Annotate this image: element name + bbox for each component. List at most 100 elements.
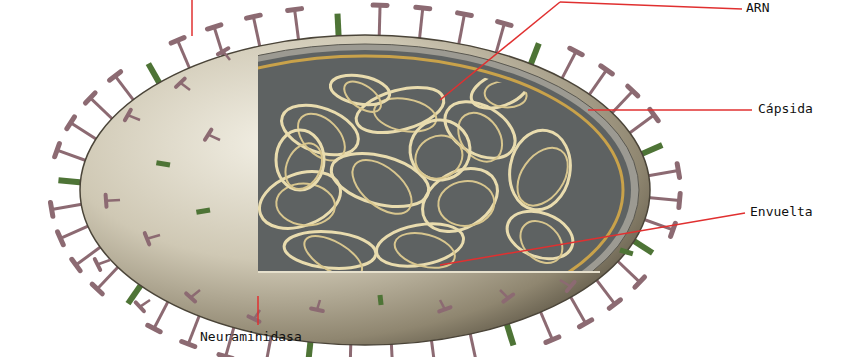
spike-head: [171, 38, 184, 43]
leader-lines: [192, 0, 752, 325]
spike-head: [311, 308, 323, 311]
spike-head: [67, 117, 75, 129]
spike-stalk: [57, 150, 87, 161]
spike-head: [567, 282, 575, 291]
spike-stalk: [570, 295, 586, 323]
spike-stalk: [496, 24, 505, 55]
spike-stalk: [106, 199, 120, 202]
green-spike: [148, 64, 160, 85]
spike-stalk: [540, 310, 553, 339]
rna-strand: [371, 94, 439, 136]
spike-stalk: [596, 279, 615, 304]
rna-strand: [501, 203, 580, 268]
spike-stalk: [60, 225, 89, 238]
spike-head: [72, 259, 80, 270]
rna-strand: [373, 218, 467, 272]
spike-stalk: [188, 314, 200, 344]
rna-label: ARN: [746, 1, 769, 15]
spike-stalk: [178, 40, 191, 69]
spike-head: [503, 295, 513, 302]
neuraminidase-label: Neuraminidasa: [200, 330, 302, 344]
spike-head: [628, 86, 638, 96]
rna-strand: [504, 125, 577, 214]
spike-head: [601, 66, 612, 74]
spike-head: [186, 293, 195, 301]
spike-stalk: [588, 70, 606, 96]
rna-strand: [466, 65, 533, 116]
spike-head: [580, 320, 592, 327]
spike-head: [136, 302, 144, 311]
rna-strand: [449, 104, 511, 170]
rna-strand: [391, 227, 459, 272]
spike-stalk: [458, 14, 464, 45]
spike-head: [635, 277, 645, 287]
green-spike: [530, 43, 539, 65]
rna-strand: [512, 213, 571, 272]
spike-head: [609, 300, 620, 308]
green-spike: [156, 163, 170, 165]
surface-spikes: [50, 5, 680, 357]
spike-head: [439, 307, 450, 311]
green-spike: [632, 240, 652, 253]
rna-strand: [339, 75, 386, 117]
spike-stalk: [295, 10, 299, 42]
spike-stalk: [561, 51, 576, 79]
spike-head: [679, 194, 680, 208]
spike-head: [176, 79, 185, 87]
rna-strand: [276, 130, 324, 190]
rna-strand: [484, 80, 528, 109]
spike-head: [182, 341, 195, 346]
spike-head: [148, 325, 160, 331]
spike-head: [219, 355, 232, 357]
spike-stalk: [611, 91, 633, 114]
spike-head: [58, 232, 64, 245]
spike-stalk: [378, 5, 382, 37]
capsid-label: Cápsida: [758, 102, 813, 116]
spike-head: [50, 203, 52, 217]
rna-strand: [328, 71, 392, 109]
spike-head: [95, 259, 100, 270]
spike-stalk: [431, 339, 435, 357]
spike-head: [458, 13, 472, 16]
rna-strand: [325, 144, 434, 216]
spike-head: [145, 233, 149, 244]
rna-strand: [343, 150, 421, 224]
spike-stalk: [617, 260, 640, 282]
green-spike: [380, 295, 381, 305]
spike-head: [218, 48, 228, 54]
rna-strand: [408, 128, 469, 186]
green-spike: [640, 145, 662, 155]
spike-head: [85, 93, 95, 103]
rna-strand: [436, 179, 496, 229]
spike-head: [498, 22, 511, 26]
spike-stalk: [648, 198, 680, 201]
spike-head: [288, 9, 302, 11]
green-spike: [128, 284, 142, 304]
spike-head: [104, 195, 109, 207]
rna-strand: [278, 137, 329, 195]
spike-head: [570, 48, 582, 54]
rna-strand: [507, 138, 578, 215]
green-spike: [506, 323, 513, 346]
spike-head: [373, 3, 387, 8]
spike-head: [125, 110, 131, 120]
spike-head: [546, 337, 559, 342]
spike-head: [110, 72, 121, 80]
spike-stalk: [115, 76, 134, 101]
envelope-label: Envuelta: [750, 205, 813, 219]
virus-envelope: [80, 35, 650, 345]
spike-head: [205, 130, 211, 140]
spike-head: [247, 15, 261, 18]
spike-stalk: [647, 171, 679, 176]
spike-stalk: [52, 204, 84, 209]
spike-stalk: [253, 17, 260, 48]
green-spike: [620, 250, 633, 254]
spike-stalk: [419, 8, 422, 40]
green-spike: [196, 210, 210, 212]
spike-stalk: [71, 123, 98, 140]
spike-head: [650, 109, 658, 120]
green-spike: [337, 14, 338, 38]
spike-stalk: [470, 332, 477, 357]
spike-stalk: [628, 115, 654, 134]
